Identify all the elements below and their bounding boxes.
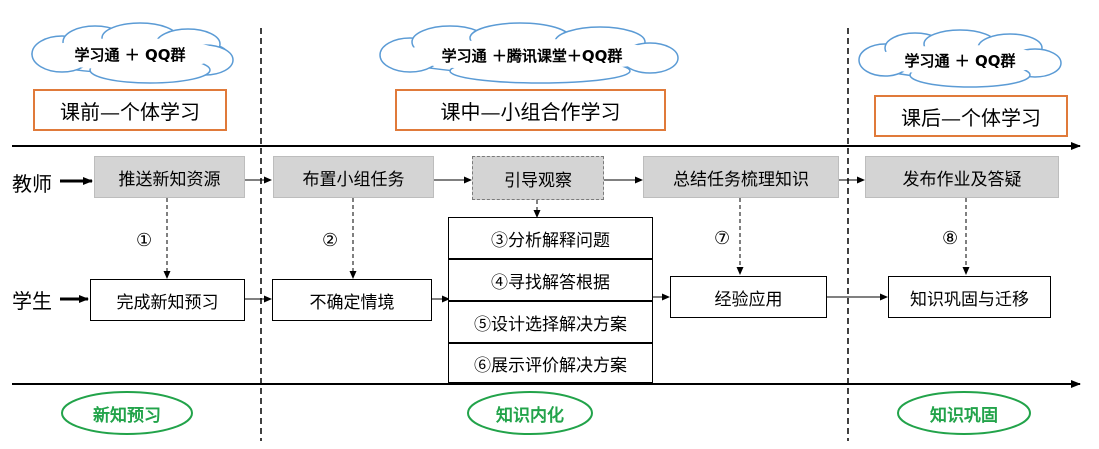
- cloud-label-post: 学习通 ＋ QQ群: [904, 51, 1016, 70]
- outcome-oval-2: [467, 391, 593, 435]
- group-task-present-evaluate: ⑥展示评价解决方案: [448, 343, 653, 383]
- role-teacher: 教师: [12, 172, 52, 196]
- cloud-label-pre: 学习通 ＋ QQ群: [74, 45, 186, 64]
- phase-in-class: 课中—小组合作学习: [395, 89, 666, 131]
- teacher-step-summarize: 总结任务梳理知识: [643, 156, 839, 198]
- phase-post-class: 课后—个体学习: [874, 95, 1068, 137]
- teacher-step-homework: 发布作业及答疑: [865, 156, 1059, 198]
- group-task-design-solution: ⑤设计选择解决方案: [448, 301, 653, 343]
- phase-pre-class: 课前—个体学习: [33, 89, 227, 131]
- step-number-7: ⑦: [714, 228, 731, 249]
- step-number-1: ①: [136, 230, 153, 251]
- group-task-analyze: ③分析解释问题: [448, 217, 653, 259]
- teacher-step-push-resources: 推送新知资源: [94, 156, 245, 198]
- student-step-situation: 不确定情境: [272, 279, 432, 321]
- step-number-8: ⑧: [942, 228, 959, 249]
- student-step-preview: 完成新知预习: [90, 279, 245, 321]
- outcome-oval-1: [61, 391, 193, 435]
- group-task-find-basis: ④寻找解答根据: [448, 259, 653, 301]
- step-number-2: ②: [322, 230, 339, 251]
- role-student: 学生: [12, 289, 52, 313]
- outcome-new-knowledge-preview: 新知预习: [93, 405, 161, 426]
- student-step-apply: 经验应用: [670, 276, 827, 318]
- outcome-oval-3: [897, 391, 1031, 435]
- outcome-knowledge-consolidate: 知识巩固: [930, 405, 998, 426]
- cloud-label-in: 学习通 ＋腾讯课堂＋QQ群: [441, 46, 623, 65]
- student-step-consolidate: 知识巩固与迁移: [888, 276, 1051, 318]
- teacher-step-guide-observe: 引导观察: [472, 156, 604, 200]
- outcome-knowledge-internalize: 知识内化: [496, 405, 564, 426]
- teacher-step-assign-tasks: 布置小组任务: [273, 156, 434, 198]
